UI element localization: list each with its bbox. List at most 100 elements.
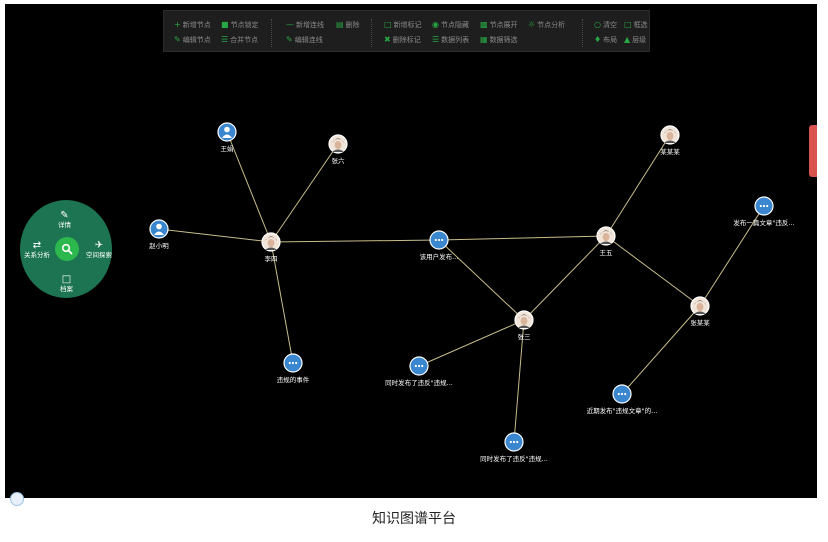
toolbar-expand-node-button[interactable]: ▩节点展开 xyxy=(480,20,518,29)
list-icon: ☰ xyxy=(432,35,440,44)
node-label: 近期发布"违规文章"的... xyxy=(587,406,658,415)
toolbar-hierarchy-button[interactable]: ▲层级 xyxy=(624,35,647,44)
toolbar-add-tag-button[interactable]: □新增标记 xyxy=(384,20,422,29)
toolbar-add-node-button[interactable]: +新增节点 xyxy=(174,20,211,29)
person-shoulders-icon xyxy=(600,241,612,244)
person-hair-icon xyxy=(600,230,612,235)
figure-caption: 知识图谱平台 xyxy=(372,511,456,527)
person-face-icon xyxy=(520,317,528,325)
toolbar-separator xyxy=(271,19,272,47)
node-label: 赵小明 xyxy=(149,241,169,250)
radial-details-button[interactable]: ✎ 详情 xyxy=(58,210,71,229)
graph-edge[interactable] xyxy=(438,235,607,241)
toolbar-clear-button[interactable]: ○清空 xyxy=(594,20,617,29)
eye-icon: ◉ xyxy=(432,20,439,29)
graph-edge[interactable] xyxy=(226,131,272,243)
person-shoulders-icon xyxy=(664,140,676,143)
graph-edge[interactable] xyxy=(270,143,339,243)
graph-edge[interactable] xyxy=(270,239,440,243)
layout-icon: ♦ xyxy=(594,35,602,44)
toolbar-data-list-button[interactable]: ☰数据列表 xyxy=(432,35,470,44)
graph-canvas[interactable]: 王娟张六赵小明李四 该用户发布... 张三 某某某王五张某某 发布一篇文章"违反... 违… xyxy=(5,4,817,498)
graph-edge[interactable] xyxy=(699,205,765,307)
more-dots-icon xyxy=(421,364,424,368)
person-face-icon xyxy=(334,141,342,149)
expand-icon: ▩ xyxy=(480,20,488,29)
toolbar-delete-button[interactable]: ▤删除 xyxy=(336,20,360,29)
merge-icon: ☰ xyxy=(221,35,229,44)
toolbar-add-edge-button[interactable]: —新增连线 xyxy=(286,20,324,29)
more-dots-icon xyxy=(295,361,298,365)
event-node[interactable]: 该用户发布... xyxy=(420,230,459,261)
toolbar-box-select-button[interactable]: □框选 xyxy=(624,20,648,29)
toolbar-node-analysis-button[interactable]: ☼节点分析 xyxy=(528,20,566,29)
folder-icon: □ xyxy=(61,274,72,285)
person-icon-body xyxy=(154,231,164,235)
side-panel-toggle[interactable] xyxy=(809,125,817,177)
hierarchy-icon: ▲ xyxy=(624,35,631,44)
event-node[interactable]: 发布一篇文章"违反... xyxy=(733,196,795,227)
person-node[interactable]: 某某某 xyxy=(660,125,680,156)
person-node[interactable]: 张三 xyxy=(514,310,534,341)
person-node[interactable]: 张六 xyxy=(328,134,348,165)
graph-edge[interactable] xyxy=(438,239,525,321)
event-node[interactable]: 同时发布了违反"违规... xyxy=(480,432,548,463)
toolbar-lock-node-button[interactable]: ■节点锁定 xyxy=(221,20,259,29)
person-hair-icon xyxy=(265,236,277,241)
person-node[interactable]: 王娟 xyxy=(217,122,237,153)
radial-archive-button[interactable]: □ 档案 xyxy=(60,274,73,293)
edit-icon: ✎ xyxy=(60,210,69,221)
person-node[interactable]: 赵小明 xyxy=(149,219,169,250)
graph-edge[interactable] xyxy=(621,305,701,395)
toolbar-remove-tag-button[interactable]: ✖删除标记 xyxy=(384,35,421,44)
graph-edge[interactable] xyxy=(270,241,294,364)
radial-search-button[interactable] xyxy=(55,237,79,261)
select-box-icon: □ xyxy=(624,20,632,29)
airplane-icon: ✈ xyxy=(94,240,104,251)
person-node[interactable]: 王五 xyxy=(596,226,616,257)
node-label: 李四 xyxy=(265,254,278,263)
node-label: 张六 xyxy=(332,156,346,165)
toolbar-edit-edge-button[interactable]: ✎编辑连线 xyxy=(286,35,323,44)
graph-edge[interactable] xyxy=(418,319,525,367)
toolbar-data-filter-button[interactable]: ▦数据筛选 xyxy=(480,35,518,44)
graph-edge[interactable] xyxy=(605,134,671,237)
person-shoulders-icon xyxy=(694,311,706,314)
radial-relation-analysis-button[interactable]: ⇄ 关系分析 xyxy=(24,240,50,259)
more-dots-icon xyxy=(766,204,769,208)
shuffle-icon: ⇄ xyxy=(32,240,42,251)
person-hair-icon xyxy=(332,138,344,143)
event-node[interactable]: 违规的事件 xyxy=(277,353,310,384)
event-node[interactable]: 同时发布了违反"违规... xyxy=(385,356,453,387)
node-label: 某某某 xyxy=(660,148,680,156)
more-dots-icon xyxy=(414,364,417,368)
toolbar-hide-node-button[interactable]: ◉节点隐藏 xyxy=(432,20,469,29)
person-face-icon xyxy=(696,303,704,311)
graph-edge[interactable] xyxy=(158,228,272,243)
node-label: 王五 xyxy=(600,249,614,257)
edit-line-icon: ✎ xyxy=(286,35,293,44)
toolbar-edit-node-button[interactable]: ✎编辑节点 xyxy=(174,35,211,44)
more-dots-icon xyxy=(509,440,512,444)
person-icon xyxy=(224,126,230,133)
radial-space-explore-button[interactable]: ✈ 空间探索 xyxy=(86,240,112,259)
person-shoulders-icon xyxy=(332,149,344,152)
graph-edge[interactable] xyxy=(605,235,701,307)
more-dots-icon xyxy=(441,238,444,242)
person-shoulders-icon xyxy=(518,325,530,328)
graph-edge[interactable] xyxy=(513,319,525,443)
line-icon: — xyxy=(286,20,294,29)
event-node[interactable]: 近期发布"违规文章"的... xyxy=(587,384,658,415)
person-node[interactable]: 李四 xyxy=(261,232,281,263)
lock-icon: ■ xyxy=(221,20,229,29)
person-node[interactable]: 张某某 xyxy=(690,296,710,327)
toolbar-merge-node-button[interactable]: ☰合并节点 xyxy=(221,35,259,44)
node-label: 同时发布了违反"违规... xyxy=(385,378,453,387)
graph-edge[interactable] xyxy=(523,235,607,321)
analysis-icon: ☼ xyxy=(528,20,536,29)
toolbar-separator xyxy=(582,19,583,47)
toolbar-layout-button[interactable]: ♦布局 xyxy=(594,35,618,44)
trash-icon: ▤ xyxy=(336,20,344,29)
tag-icon: □ xyxy=(384,20,392,29)
